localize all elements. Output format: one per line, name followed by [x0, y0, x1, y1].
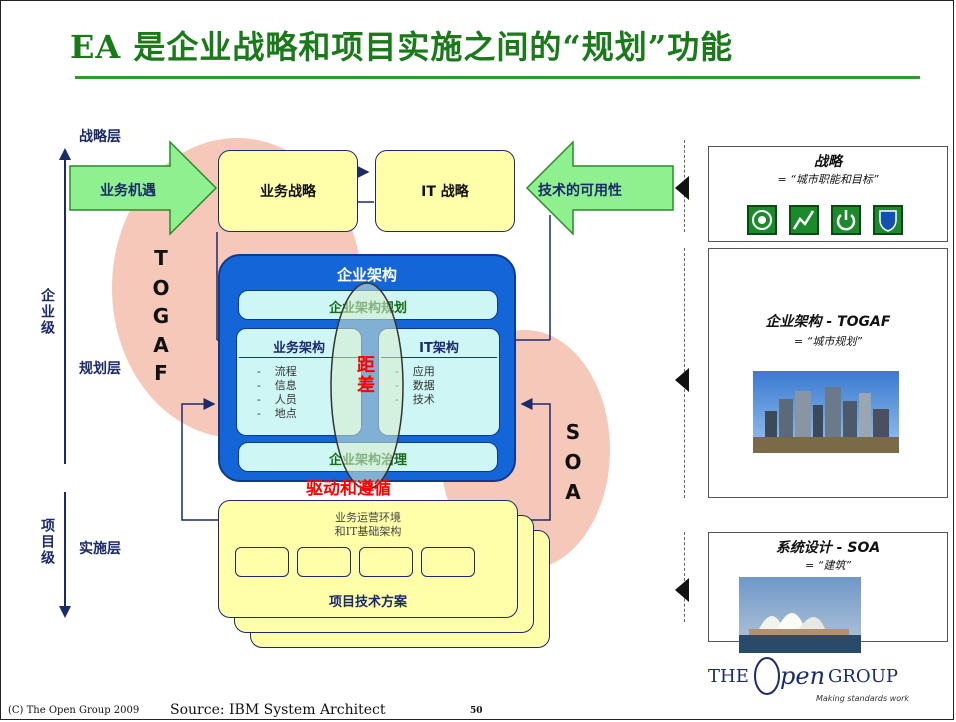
slide-title: EA 是企业战略和项目实施之间的“规划”功能 — [70, 28, 734, 66]
togaf-letter: F — [154, 361, 168, 385]
strategy-panel: 战略 = “城市职能和目标” — [708, 146, 948, 242]
soa-letter: S — [565, 420, 581, 444]
gap-label: 距差 — [357, 355, 375, 396]
strategy-panel-title: 战略 — [814, 154, 842, 170]
title-underline — [75, 76, 920, 79]
target-icon — [747, 205, 777, 235]
ea-togaf-panel-sub: = “城市规划” — [793, 335, 863, 348]
togaf-letter: G — [152, 304, 170, 328]
logo-group: GROUP — [828, 666, 898, 687]
strategy-layer-label: 战略层 — [79, 129, 121, 145]
shield-icon — [873, 205, 903, 235]
project-component — [235, 547, 289, 577]
power-icon — [831, 205, 861, 235]
ea-togaf-panel-title: 企业架构 - TOGAF — [765, 314, 891, 330]
business-architecture-title: 业务架构 — [272, 341, 325, 356]
business-architecture-items: - 流程 - 信息 - 人员 - 地点 — [257, 365, 297, 421]
pointer-triangle-icon — [675, 578, 689, 602]
tech-availability-arrow — [525, 140, 674, 236]
project-component — [297, 547, 351, 577]
pointer-triangle-icon — [675, 176, 689, 200]
project-component — [421, 547, 475, 577]
project-component — [359, 547, 413, 577]
level-axis — [59, 148, 71, 618]
business-strategy-box: 业务战略 — [218, 150, 358, 232]
copyright-text: (C) The Open Group 2009 — [8, 705, 140, 716]
logo-tagline: Making standards work — [816, 694, 910, 703]
opera-house-photo — [739, 577, 861, 653]
sysdesign-panel-title: 系统设计 - SOA — [775, 540, 881, 556]
drive-follow-label: 驱动和遵循 — [306, 479, 391, 499]
project-box-front: 业务运营环境 和IT基础架构 项目技术方案 — [218, 500, 518, 618]
list-item: - 流程 — [257, 365, 297, 378]
strategy-panel-sub: = “城市职能和目标” — [777, 173, 879, 186]
project-solution-label: 项目技术方案 — [328, 595, 407, 610]
logo-o-shape — [754, 657, 780, 695]
enterprise-level-label: 企业级 — [39, 288, 55, 336]
separator-dashed — [684, 532, 685, 622]
it-strategy-box: IT 战略 — [375, 150, 515, 232]
it-strategy-label: IT 战略 — [421, 184, 469, 200]
growth-chart-icon — [789, 205, 819, 235]
ea-togaf-panel: 企业架构 - TOGAF = “城市规划” — [708, 248, 948, 498]
togaf-letter: A — [153, 333, 169, 357]
logo-the: THE — [708, 666, 749, 687]
list-item: - 地点 — [257, 407, 297, 420]
page-number: 50 — [470, 706, 483, 716]
planning-layer-label: 规划层 — [79, 361, 121, 377]
business-opportunity-label: 业务机遇 — [100, 183, 156, 199]
soa-letter: O — [564, 450, 582, 474]
togaf-letter: T — [154, 246, 168, 270]
business-opportunity-arrow — [69, 140, 218, 236]
it-architecture-items: - 应用 - 数据 - 技术 — [395, 365, 435, 407]
project-env-text: 业务运营环境 和IT基础架构 — [219, 511, 517, 539]
project-env-line: 业务运营环境 — [335, 511, 401, 524]
ea-title: 企业架构 — [336, 266, 397, 284]
soa-letter: A — [565, 480, 581, 504]
it-architecture-title: IT架构 — [419, 341, 459, 356]
list-item: - 人员 — [257, 393, 297, 406]
project-infra-line: 和IT基础架构 — [334, 525, 402, 538]
city-skyline-photo — [753, 371, 899, 453]
source-text: Source: IBM System Architect — [170, 702, 386, 718]
pointer-triangle-icon — [675, 368, 689, 392]
open-group-logo: THE pen GROUP Making standards work — [702, 656, 942, 706]
logo-open: pen — [780, 662, 826, 690]
project-level-label: 项目级 — [39, 518, 55, 566]
gap-ellipse — [330, 282, 404, 490]
business-strategy-label: 业务战略 — [260, 184, 316, 200]
implementation-layer-label: 实施层 — [79, 541, 121, 557]
tech-availability-label: 技术的可用性 — [538, 183, 622, 199]
sysdesign-panel-sub: = “建筑” — [804, 559, 852, 572]
togaf-letter: O — [152, 276, 170, 300]
sysdesign-soa-panel: 系统设计 - SOA = “建筑” — [708, 532, 948, 653]
list-item: - 信息 — [257, 379, 297, 392]
